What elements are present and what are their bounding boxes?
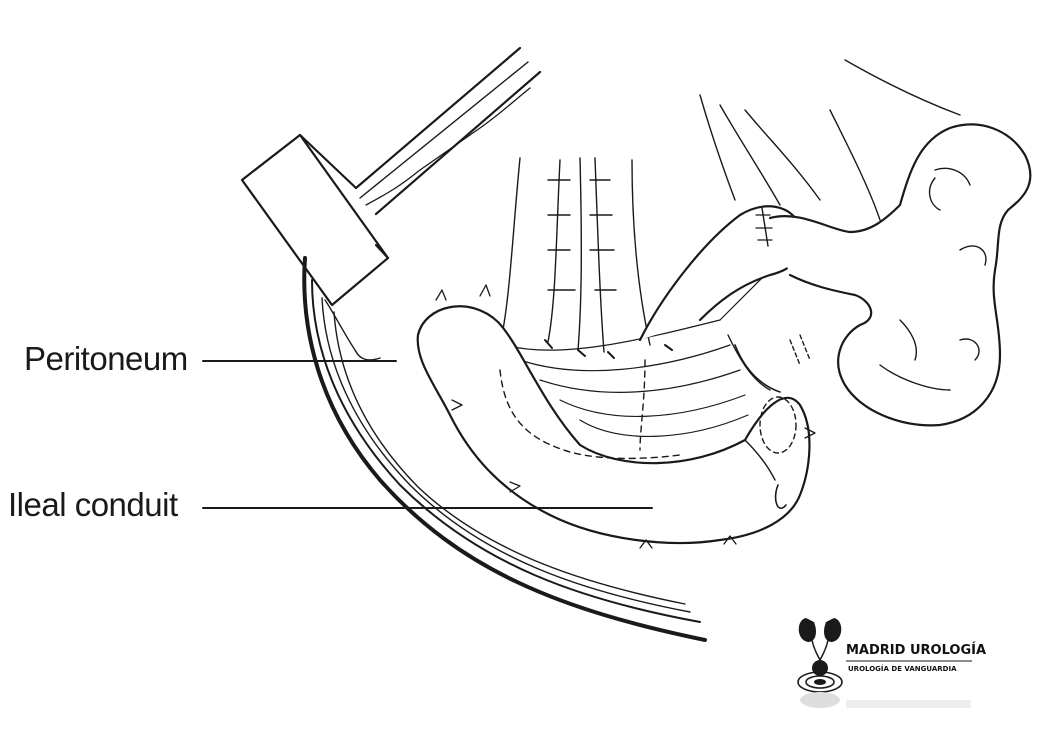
madrid-urologia-logo-mark	[797, 618, 972, 708]
retractor-blade	[240, 46, 542, 307]
ileal-conduit	[416, 284, 816, 549]
conduit-mesentery	[504, 269, 771, 437]
logo-title: MADRID UROLOGÍA	[846, 643, 987, 658]
bowel-loops	[638, 123, 1032, 427]
abdominal-wall	[302, 256, 707, 642]
peritoneum-label: Peritoneum	[24, 340, 188, 377]
ileal-conduit-label: Ileal conduit	[8, 486, 178, 523]
logo-subtitle: UROLOGÍA DE VANGUARDIA	[848, 665, 957, 673]
